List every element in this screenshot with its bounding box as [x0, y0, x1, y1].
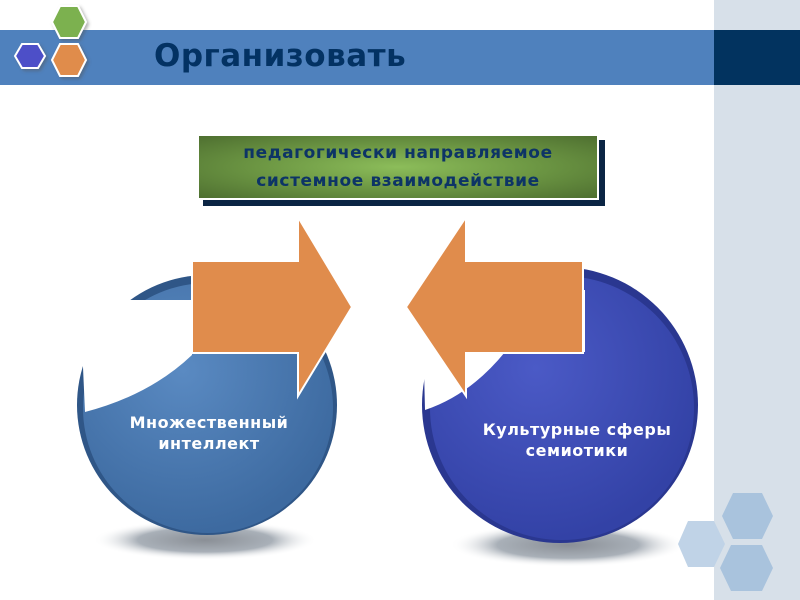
left-circle-shadow [93, 520, 317, 560]
right-circle-shadow [450, 523, 686, 567]
right-circle-line-2: семиотики [525, 441, 629, 460]
arrow-left-icon [404, 213, 584, 400]
banner-line-2: системное взаимодействие [256, 171, 540, 191]
hexagon-orange-icon [50, 43, 88, 77]
left-circle-line-2: интеллект [158, 434, 260, 453]
right-circle-line-1: Культурные сферы [482, 420, 672, 439]
hexagon-light-1-icon [678, 521, 725, 567]
slide-title: Организовать [154, 38, 407, 74]
hexagon-logo-icon [13, 5, 88, 77]
hexagon-green-icon [50, 5, 88, 39]
arrow-right-icon [191, 213, 354, 400]
title-bar-accent [714, 30, 800, 85]
interaction-banner: педагогически направляемое системное вза… [197, 134, 599, 200]
left-circle-line-1: Множественный [129, 413, 289, 432]
hexagon-blue-icon [13, 43, 47, 69]
left-circle-label: Множественный интеллект [98, 412, 320, 454]
right-circle-label: Культурные сферы семиотики [452, 419, 702, 461]
hexagon-light-2-icon [722, 493, 773, 539]
banner-line-1: педагогически направляемое [243, 143, 553, 163]
hexagon-light-3-icon [720, 545, 773, 591]
title-bar [0, 30, 714, 85]
decorative-hexagons [678, 493, 773, 591]
